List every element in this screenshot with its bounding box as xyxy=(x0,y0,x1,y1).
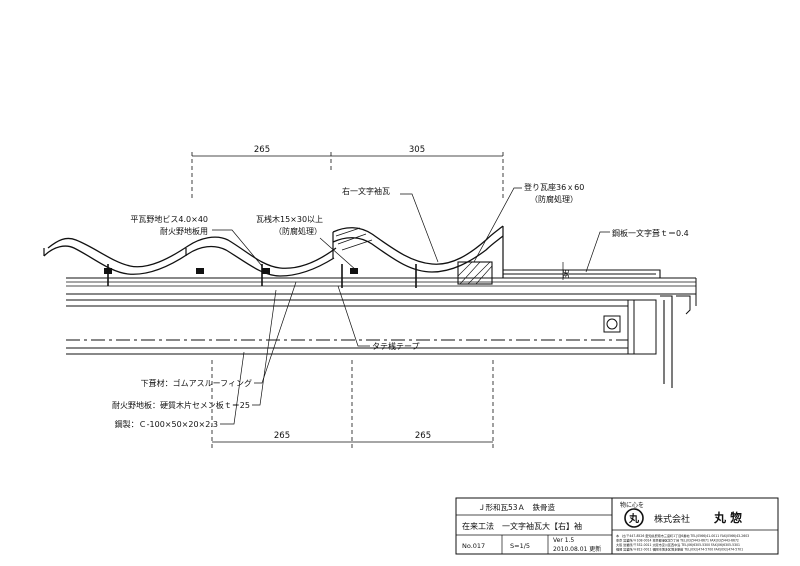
dim-bottom-right: 265 xyxy=(415,431,431,441)
dim-top-right: 305 xyxy=(409,145,425,155)
dim-bottom-left: 265 xyxy=(274,431,290,441)
address-line: 福岡 営業所/〒812-0011 福岡市博多区博多駅前 TEL(092)474-… xyxy=(616,547,743,552)
drawing-scale: S=1/5 xyxy=(510,542,530,550)
dim-top-left: 265 xyxy=(254,145,270,155)
dim-height: 36 xyxy=(562,269,571,279)
label-board: 耐火野地板：硬質木片セメン板ｔ＝25 xyxy=(112,400,250,410)
annotations: 平瓦野地ビス4.0×40 耐火野地板用 瓦桟木15×30以上 （防腐処理） 右一… xyxy=(112,182,689,429)
label-steel-cover: 鋼板一文字葺ｔ＝0.4 xyxy=(612,228,689,238)
logo-mark: 丸 xyxy=(628,512,640,525)
version: Ver 1.5 xyxy=(553,537,574,544)
label-seat: 登り瓦座36ｘ60 xyxy=(524,182,584,192)
roof-section xyxy=(43,225,697,388)
address-line: 東京 営業所/〒108-0014 東京都港区芝5丁目 TEL(03)5443-6… xyxy=(616,538,739,543)
update-date: 2010.08.01 更新 xyxy=(553,545,601,553)
label-right-tile: 右一文字袖瓦 xyxy=(342,186,390,196)
label-screw-sub: 耐火野地板用 xyxy=(160,226,208,236)
project-title: Ｊ形和瓦53Ａ 鉄骨造 xyxy=(478,502,556,512)
label-seat-sub: （防腐処理） xyxy=(530,194,578,204)
label-batten: 瓦桟木15×30以上 xyxy=(256,214,323,224)
address-line: 大阪 営業所/〒532-0011 大阪市淀川区西中島 TEL(06)6305-5… xyxy=(616,542,740,547)
label-underlay: 下葺材：ゴムアスルーフィング xyxy=(141,378,252,388)
logo-caption: 物に心を xyxy=(620,501,644,509)
top-dimension: 265 305 xyxy=(191,145,504,200)
bottom-dimension: 265 265 xyxy=(211,360,494,448)
label-tape: タテ桟テープ xyxy=(372,341,420,351)
title-block: Ｊ形和瓦53Ａ 鉄骨造 在来工法 一文字袖瓦大【右】袖 No.017 S=1/5… xyxy=(455,497,779,555)
drawing-number: No.017 xyxy=(462,542,485,550)
label-purlin: 鋼製：Ｃ-100×50×20×2.3 xyxy=(115,419,218,429)
label-screw: 平瓦野地ビス4.0×40 xyxy=(130,214,208,224)
method-title: 在来工法 一文字袖瓦大【右】袖 xyxy=(462,521,582,531)
company-name: 丸 惣 xyxy=(713,510,742,525)
company-logo xyxy=(624,508,644,528)
label-batten-sub: （防腐処理） xyxy=(274,226,322,236)
company-prefix: 株式会社 xyxy=(654,513,690,525)
address-line: 本 社/〒447-8526 愛知県碧南市三度町1丁目6番地 TEL(0566)4… xyxy=(616,533,749,538)
height-dimension: 36 xyxy=(562,262,571,280)
